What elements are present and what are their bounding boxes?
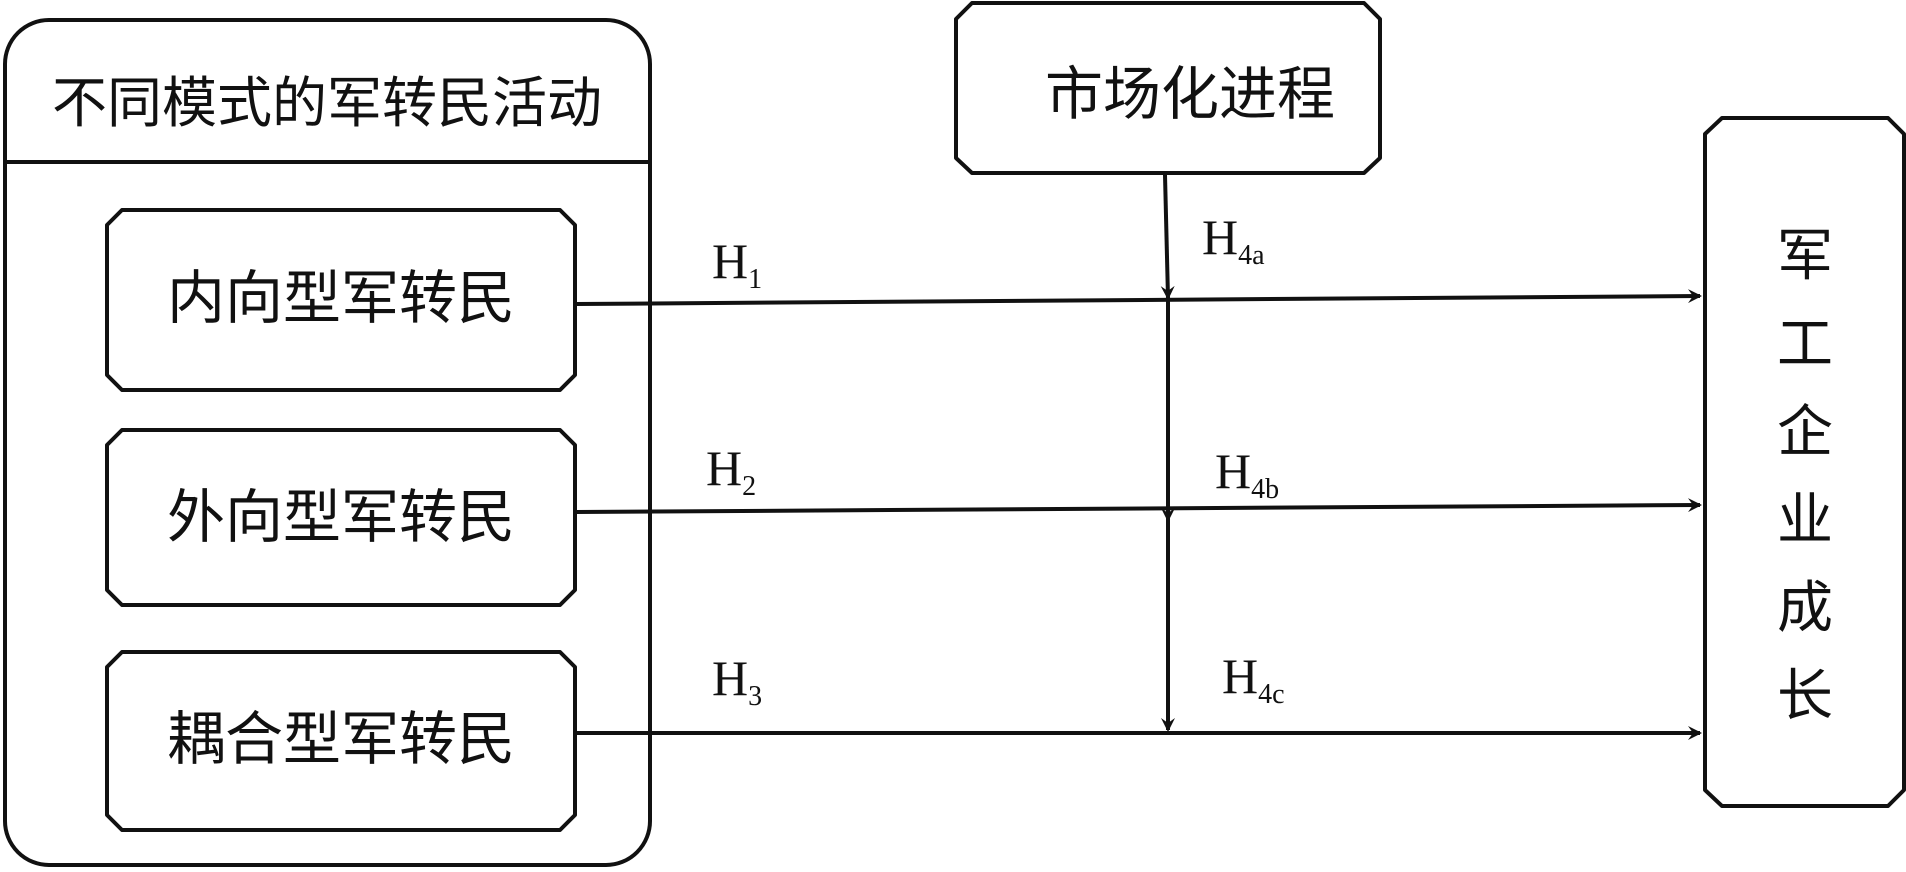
- arrow-h1: [575, 289, 1702, 306]
- mode-box-inward-label: 内向型军转民: [167, 264, 515, 332]
- label-h4b: H4b: [1215, 443, 1279, 505]
- outcome-char-6: 长: [1777, 664, 1833, 729]
- moderator-label: 市场化进程: [1045, 60, 1335, 128]
- activity-group: 不同模式的军转民活动: [3, 18, 652, 867]
- outcome-char-1: 军: [1777, 224, 1833, 289]
- label-h4c: H4c: [1222, 648, 1285, 710]
- label-h3: H3: [712, 650, 762, 712]
- outcome-box-frame: [1703, 116, 1906, 808]
- label-h2: H2: [706, 440, 756, 502]
- activity-group-frame: [3, 18, 652, 867]
- arrow-h4a: [1160, 174, 1175, 300]
- moderator-box-frame: [954, 1, 1382, 175]
- outcome-box: 军 工 企 业 成 长: [1703, 116, 1906, 808]
- mode-box-outward-frame: [105, 428, 577, 607]
- label-h4a: H4a: [1202, 209, 1265, 271]
- outcome-char-5: 成: [1777, 576, 1833, 641]
- label-h1: H1: [712, 233, 762, 295]
- mode-box-inward-frame: [105, 208, 577, 392]
- mode-box-outward: 外向型军转民: [105, 428, 577, 607]
- outcome-char-2: 工: [1777, 312, 1833, 377]
- outcome-char-3: 企: [1777, 400, 1833, 465]
- mode-box-coupled-label: 耦合型军转民: [167, 705, 515, 773]
- moderator-box: 市场化进程: [954, 1, 1382, 175]
- activity-group-title: 不同模式的军转民活动: [52, 71, 602, 135]
- outcome-char-4: 业: [1777, 488, 1833, 553]
- arrow-h2: [575, 498, 1702, 514]
- mode-box-outward-label: 外向型军转民: [167, 483, 515, 551]
- mode-box-coupled: 耦合型军转民: [105, 650, 577, 832]
- mode-box-coupled-frame: [105, 650, 577, 832]
- mode-box-inward: 内向型军转民: [105, 208, 577, 392]
